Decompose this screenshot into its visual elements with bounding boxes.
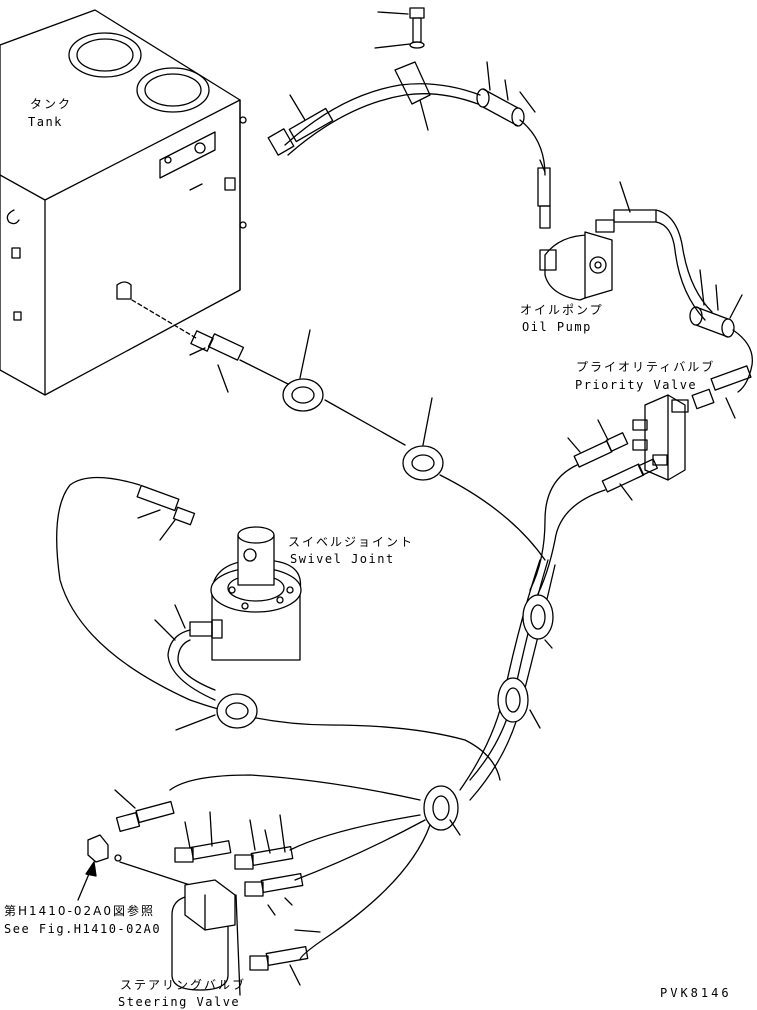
- priority-valve-inlet-hose: [732, 329, 754, 393]
- see-fig-fitting: [87, 834, 191, 886]
- see-fig-label-jp: 第H1410-02A0図参照: [4, 904, 156, 918]
- pump-inlet-nut: [539, 205, 551, 229]
- grommet-2: [402, 445, 444, 481]
- pump-outlet-hose: [595, 209, 713, 321]
- swivel-joint: [210, 526, 302, 661]
- grommet-5: [497, 677, 529, 723]
- grommet-4: [522, 594, 554, 640]
- priority-valve-label-jp: プライオリティバルブ: [576, 360, 716, 374]
- steering-valve: [171, 879, 236, 991]
- priority-valve: [632, 394, 689, 481]
- steering-valve-label-en: Steering Valve: [118, 995, 241, 1009]
- pump-inlet-fitting: [537, 167, 551, 207]
- swivel-joint-label-en: Swivel Joint: [290, 552, 395, 566]
- top-clamp-pair: [476, 88, 525, 127]
- oil-pump-label-jp: オイルポンプ: [520, 303, 604, 317]
- leader-lines: [114, 11, 743, 996]
- tank-label-jp: タンク: [30, 97, 73, 111]
- see-fig-arrow: [77, 861, 97, 901]
- grommet-3: [216, 693, 258, 729]
- tank-return-hose: [267, 83, 481, 156]
- priority-valve-outlet-hoses: [529, 432, 659, 601]
- see-fig-label-en: See Fig.H1410-02A0: [4, 922, 162, 936]
- priority-valve-label-en: Priority Valve: [575, 378, 698, 392]
- swivel-joint-label-jp: スイベルジョイント: [288, 535, 415, 549]
- tank-suction-line: [131, 299, 197, 339]
- swivel-joint-hoses: [56, 476, 501, 781]
- grommet-6: [423, 785, 459, 831]
- oil-pump-label-en: Oil Pump: [522, 320, 592, 334]
- tank-suction-hose: [190, 330, 546, 561]
- grommet-1: [282, 378, 324, 412]
- oil-pump: [539, 231, 613, 301]
- clamp-bolt: [394, 7, 431, 105]
- steering-valve-label-jp: ステアリングバルブ: [120, 978, 247, 992]
- steering-valve-hoses: [115, 774, 431, 971]
- drawing-code: PVK8146: [660, 986, 732, 1000]
- priority-valve-inlet-fitting: [691, 365, 752, 410]
- tank-body: [0, 9, 247, 396]
- mid-right-clamp-pair: [689, 306, 735, 338]
- tank-label-en: Tank: [28, 115, 63, 129]
- pump-inlet-hose: [519, 119, 546, 176]
